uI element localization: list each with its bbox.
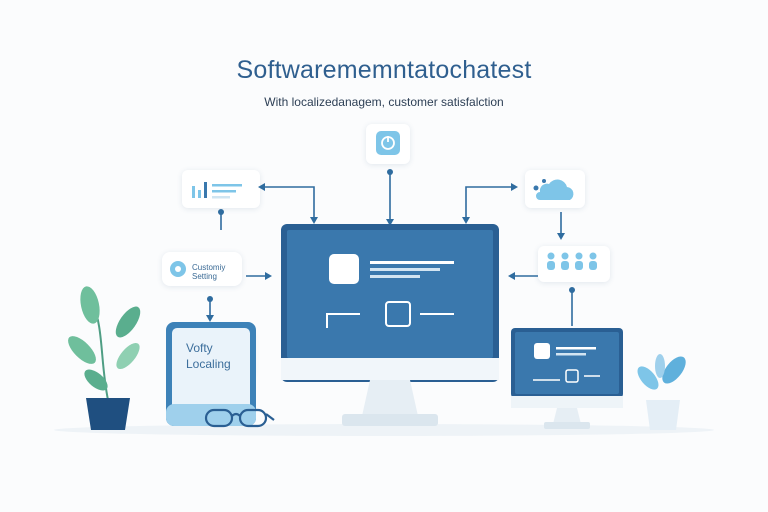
connector-chart-monitor: [262, 186, 315, 220]
small-plant-icon: [637, 354, 686, 430]
connector-dots: [207, 169, 575, 302]
note-icon: [166, 322, 256, 426]
monitor-icon: [281, 224, 499, 426]
note-line2: Localing: [186, 357, 231, 371]
power-icon: [376, 131, 400, 155]
settings-bubble-line2: Setting: [192, 272, 217, 281]
users-icon: [547, 252, 597, 270]
settings-bubble-line1: Customiy: [192, 263, 226, 272]
connectors: [209, 172, 573, 326]
connector-cloud-monitor: [465, 186, 514, 220]
page-subtitle: With localizedanagem, customer satisfalc…: [264, 95, 504, 109]
cloud-icon: [533, 179, 574, 200]
settings-icon: [170, 261, 186, 277]
laptop-icon: [511, 328, 623, 429]
arrowheads: [206, 183, 565, 322]
note-line1: Vofty: [186, 341, 213, 355]
page-title: Softwarememntatochatest: [236, 56, 532, 84]
chart-icon: [192, 182, 242, 199]
plant-icon: [68, 286, 141, 430]
glasses-icon: [204, 408, 275, 428]
